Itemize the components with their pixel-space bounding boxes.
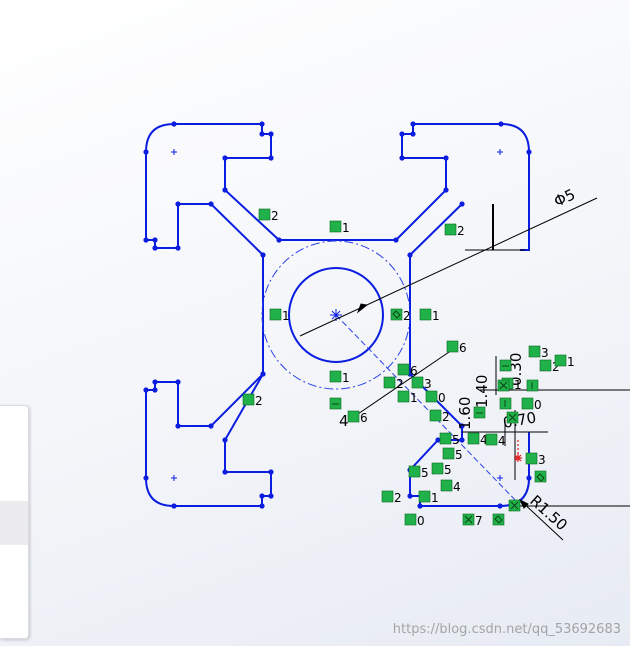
- relation-badge[interactable]: 5: [439, 432, 460, 447]
- svg-text:1: 1: [282, 309, 290, 323]
- relation-badge[interactable]: 0: [404, 513, 425, 528]
- svg-text:3: 3: [541, 346, 549, 360]
- svg-text:4: 4: [453, 480, 461, 494]
- relation-badge[interactable]: 2: [242, 393, 263, 408]
- relation-badge[interactable]: 1: [329, 370, 350, 385]
- svg-text:1: 1: [410, 391, 418, 405]
- svg-text:2: 2: [552, 360, 560, 374]
- svg-text:2: 2: [442, 410, 450, 424]
- relation-badge[interactable]: 1: [269, 308, 290, 323]
- svg-text:2: 2: [394, 491, 402, 505]
- svg-text:2: 2: [255, 394, 263, 408]
- svg-text:2: 2: [396, 377, 404, 391]
- svg-text:5: 5: [452, 433, 460, 447]
- dim-width-a[interactable]: 1.40: [473, 375, 491, 408]
- relation-badge[interactable]: [499, 397, 512, 410]
- svg-text:5: 5: [421, 466, 429, 480]
- watermark: https://blog.csdn.net/qq_53692683: [392, 622, 621, 637]
- svg-text:2: 2: [457, 224, 465, 238]
- relation-badge[interactable]: [492, 513, 505, 526]
- svg-text:2: 2: [403, 309, 411, 323]
- relation-badge[interactable]: 1: [397, 390, 418, 405]
- relation-badge[interactable]: [534, 470, 547, 483]
- relation-badge[interactable]: 0: [425, 390, 446, 405]
- construction-circle[interactable]: [261, 240, 411, 390]
- svg-text:5: 5: [455, 448, 463, 462]
- relation-badge[interactable]: 2: [258, 208, 279, 223]
- relation-badge[interactable]: 4: [485, 433, 506, 448]
- svg-text:0: 0: [417, 514, 425, 528]
- relation-badge[interactable]: 5: [431, 462, 452, 477]
- svg-text:1: 1: [431, 491, 439, 505]
- relation-badge[interactable]: 2: [429, 409, 450, 424]
- svg-text:1: 1: [567, 355, 575, 369]
- relation-badge[interactable]: 1: [554, 354, 575, 369]
- dim-small-4: 4: [339, 412, 349, 430]
- relation-badge[interactable]: 5: [442, 447, 463, 462]
- dim-width-c[interactable]: 1.60: [456, 397, 474, 430]
- relation-badge[interactable]: 7: [462, 513, 483, 528]
- svg-text:1: 1: [432, 309, 440, 323]
- relation-badge[interactable]: [508, 499, 521, 512]
- relation-badge[interactable]: [329, 397, 342, 410]
- center-marks: [171, 149, 503, 481]
- relation-badge[interactable]: 3: [528, 345, 549, 360]
- svg-text:7: 7: [475, 514, 483, 528]
- relation-badge[interactable]: 6: [446, 340, 467, 355]
- svg-text:4: 4: [498, 434, 506, 448]
- relation-badge[interactable]: 3: [411, 376, 432, 391]
- sketch-points[interactable]: [143, 121, 532, 509]
- svg-text:2: 2: [271, 209, 279, 223]
- side-panel-selected-row[interactable]: [0, 501, 28, 545]
- fixed-point[interactable]: [514, 440, 522, 462]
- relation-badge[interactable]: [497, 379, 510, 392]
- construction-line[interactable]: [335, 314, 521, 506]
- relation-badge[interactable]: 1: [418, 490, 439, 505]
- svg-text:3: 3: [538, 453, 546, 467]
- relation-badges[interactable]: 2 1 2 1 1 2 1 2 6 6 3 3 2 1 6 2 1 0 2 0 …: [242, 208, 575, 528]
- dim-width-d[interactable]: 0.30: [507, 353, 525, 386]
- relation-badge[interactable]: [473, 406, 486, 419]
- relation-badge[interactable]: 2: [539, 359, 560, 374]
- side-panel[interactable]: [0, 405, 29, 639]
- relation-badge[interactable]: 1: [419, 308, 440, 323]
- relation-badge[interactable]: 2: [381, 490, 402, 505]
- svg-text:1: 1: [342, 221, 350, 235]
- dim-fillet-radius[interactable]: R1.50: [526, 492, 571, 535]
- svg-text:1: 1: [514, 378, 522, 392]
- relation-badge[interactable]: 4: [467, 432, 488, 447]
- relation-badge[interactable]: [506, 411, 519, 424]
- svg-text:4: 4: [480, 433, 488, 447]
- relation-badge[interactable]: 4: [440, 479, 461, 494]
- svg-text:1: 1: [342, 371, 350, 385]
- svg-text:6: 6: [410, 364, 418, 378]
- dimension-lines[interactable]: [299, 197, 630, 541]
- dim-diameter[interactable]: Φ5: [551, 185, 578, 210]
- relation-badge[interactable]: 2: [444, 223, 465, 238]
- relation-badge[interactable]: 0: [521, 397, 542, 412]
- svg-text:6: 6: [360, 411, 368, 425]
- relation-badge[interactable]: 2: [383, 376, 404, 391]
- svg-text:6: 6: [459, 341, 467, 355]
- svg-text:3: 3: [424, 377, 432, 391]
- relation-badge[interactable]: 1: [329, 220, 350, 235]
- svg-text:5: 5: [444, 463, 452, 477]
- relation-badge[interactable]: 6: [347, 410, 368, 425]
- relation-badge[interactable]: [499, 359, 512, 372]
- svg-text:0: 0: [534, 398, 542, 412]
- relation-badge[interactable]: [526, 379, 539, 392]
- relation-badge[interactable]: 2: [390, 308, 411, 323]
- svg-text:0: 0: [438, 391, 446, 405]
- relation-badge[interactable]: 6: [397, 363, 418, 378]
- relation-badge[interactable]: 5: [408, 465, 429, 480]
- relation-badge[interactable]: 3: [525, 452, 546, 467]
